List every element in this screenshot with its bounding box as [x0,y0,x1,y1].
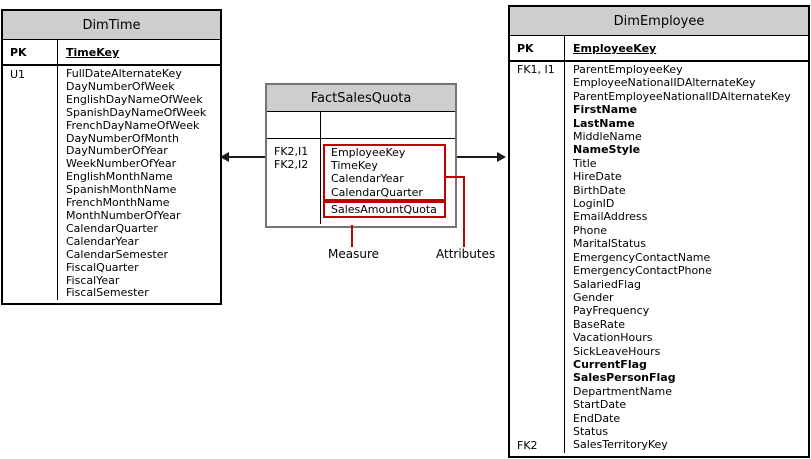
field-row: Title [573,156,597,170]
empty-pk-cell [267,112,321,138]
field-row: EnglishDayNameOfWeek [66,92,203,106]
field-row: SalesTerritoryKey [573,438,668,452]
field-row: ParentEmployeeNationalIDAlternateKey [573,89,791,103]
field-row: EmergencyContactPhone [573,264,712,278]
measure-callout-line [351,225,353,247]
table-dimtime: DimTime PK TimeKey U1 FullDateAlternateK… [1,9,222,305]
field-row: EmergencyContactName [573,250,711,264]
fk-annotation-top: FK1, I1 [517,63,555,76]
attributes-callout-line-vertical [463,176,465,247]
field-row: MaritalStatus [573,237,646,251]
field-row: FiscalYear [66,273,120,287]
field-row: WeekNumberOfYear [66,157,177,171]
field-row: EndDate [573,411,621,425]
field-row: CurrentFlag [573,357,647,371]
field-row: EnglishMonthName [66,170,173,184]
field-row: Gender [573,290,614,304]
field-row: EmployeeNationalIDAlternateKey [573,76,756,90]
attributes-label: Attributes [436,247,496,261]
field-row: DepartmentName [573,384,673,398]
pk-label: PK [10,46,27,59]
field-row: DayNumberOfMonth [66,131,179,145]
pk-field-employeekey: EmployeeKey [573,42,657,55]
field-row: SalesPersonFlag [573,371,676,385]
fk-annotation-bottom: FK2 [517,438,538,452]
pk-field-timekey: TimeKey [66,46,120,59]
field-row: FirstName [573,103,638,117]
measure-highlight-box: SalesAmountQuota [323,200,446,219]
field-row: CalendarSemester [66,247,169,261]
field-row: CalendarQuarter [66,221,158,235]
arrow-right-icon [497,152,506,162]
field-row: EmailAddress [573,210,648,224]
table-dimemployee: DimEmployee PK EmployeeKey FK1, I1 FK2 P… [508,5,810,458]
field-row: CalendarYear [66,234,139,248]
field-row: StartDate [573,398,627,412]
field-row: FiscalSemester [66,286,149,300]
field-row: CalendarYear [331,172,404,186]
field-row: Status [573,424,609,438]
fk-annotation-row: FK2,I2 [274,158,309,172]
field-row: CalendarQuarter [331,185,423,199]
field-row: BirthDate [573,183,626,197]
field-row: FrenchDayNameOfWeek [66,118,200,132]
field-row: SalariedFlag [573,277,641,291]
pk-label: PK [517,42,534,55]
field-row: FiscalQuarter [66,260,139,274]
field-row: SickLeaveHours [573,344,661,358]
field-row: FrenchMonthName [66,196,170,210]
field-row: MonthNumberOfYear [66,208,181,222]
field-row: LastName [573,116,635,130]
empty-pk-field-cell [321,112,455,138]
field-row: VacationHours [573,331,653,345]
table-title-dimtime: DimTime [3,11,220,40]
fk-annotation-row: FK2,I1 [274,145,309,158]
field-row: EmployeeKey [331,146,406,159]
field-row: PayFrequency [573,304,650,318]
field-row: ParentEmployeeKey [573,63,683,76]
field-row: FullDateAlternateKey [66,67,182,80]
field-row: SalesAmountQuota [331,202,437,216]
field-row: DayNumberOfYear [66,144,168,158]
field-row: BaseRate [573,317,626,331]
arrow-left-icon [220,152,229,162]
field-row: TimeKey [331,159,378,173]
measure-label: Measure [328,247,379,261]
field-row: LoginID [573,197,615,211]
field-row: Phone [573,223,608,237]
table-title-factsalesquota: FactSalesQuota [267,85,455,112]
field-row: SpanishDayNameOfWeek [66,105,207,119]
field-row: HireDate [573,170,622,184]
field-row: DayNumberOfWeek [66,79,175,93]
relationship-line-dimemployee [457,156,498,158]
table-title-dimemployee: DimEmployee [510,7,808,36]
attributes-callout-line-horizontal [445,176,465,178]
field-row: NameStyle [573,143,641,157]
field-row: MiddleName [573,130,642,144]
relationship-line-dimtime [228,156,265,158]
field-row: SpanishMonthName [66,183,177,197]
unique-annotation: U1 [10,68,26,81]
